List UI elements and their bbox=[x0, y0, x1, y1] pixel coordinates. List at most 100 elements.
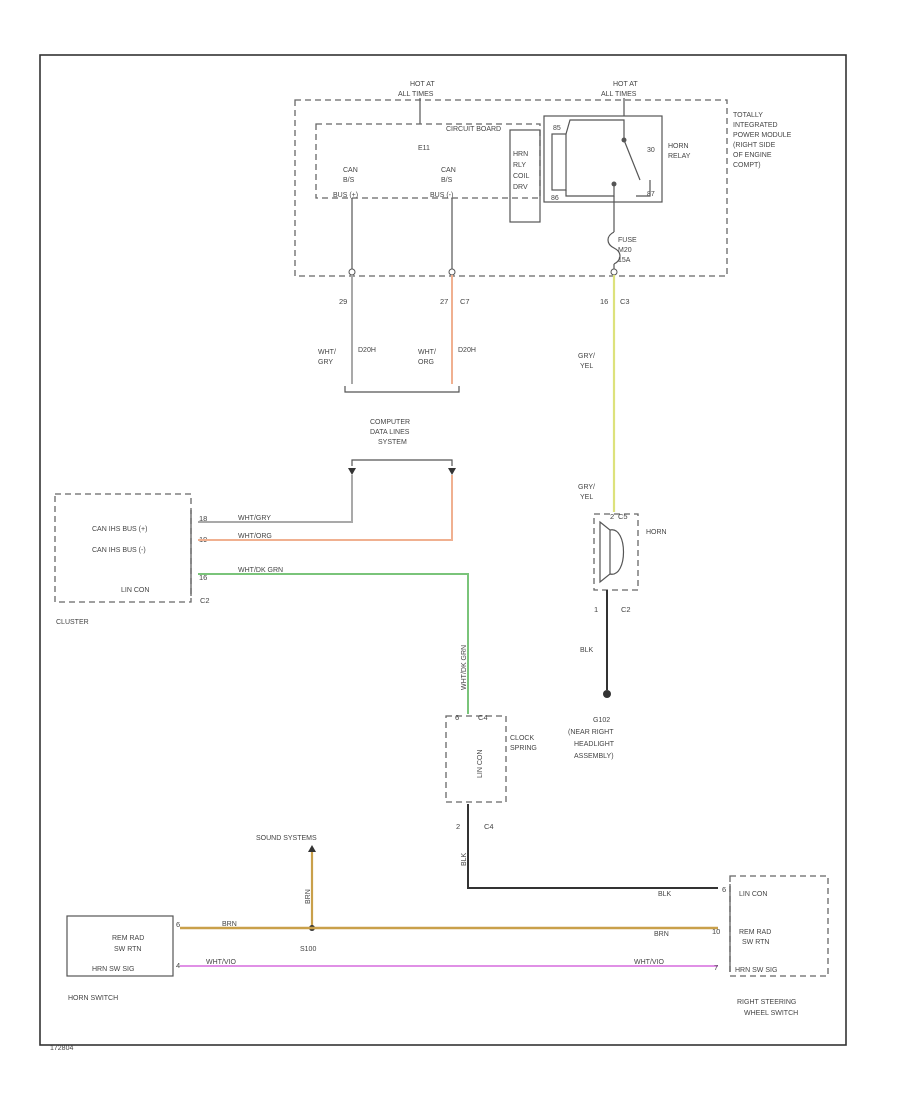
svg-text:6: 6 bbox=[176, 920, 180, 929]
svg-text:HOT AT: HOT AT bbox=[410, 81, 435, 88]
pin-16-conn: C3 bbox=[620, 297, 630, 306]
pin-27: 27 bbox=[440, 297, 448, 306]
svg-text:HRN: HRN bbox=[513, 151, 528, 158]
tipm-label: TOTALLY INTEGRATED POWER MODULE (RIGHT S… bbox=[733, 112, 792, 169]
svg-text:CAN IHS BUS (+): CAN IHS BUS (+) bbox=[92, 526, 147, 533]
can-minus-label: CAN B/S BUS (-) bbox=[430, 167, 456, 199]
svg-text:GRY: GRY bbox=[318, 359, 333, 366]
horn-relay-driver-box bbox=[509, 129, 541, 223]
svg-text:COMPUTER: COMPUTER bbox=[370, 419, 410, 426]
svg-text:TOTALLY: TOTALLY bbox=[733, 112, 763, 119]
svg-text:C5: C5 bbox=[618, 512, 628, 521]
fuse-symbol bbox=[607, 231, 621, 265]
svg-text:C2: C2 bbox=[621, 605, 631, 614]
svg-text:CAN: CAN bbox=[441, 167, 456, 174]
svg-text:COIL: COIL bbox=[513, 173, 529, 180]
horn-relay-box bbox=[543, 115, 663, 203]
svg-text:B/S: B/S bbox=[343, 177, 355, 184]
horn-name: HORN bbox=[646, 529, 667, 536]
horn-relay-label-2: RELAY bbox=[668, 153, 691, 160]
svg-text:HEADLIGHT: HEADLIGHT bbox=[574, 741, 615, 748]
right-switch-name: RIGHT STEERING WHEEL SWITCH bbox=[737, 999, 798, 1017]
splice-s100-label: S100 bbox=[300, 946, 316, 953]
svg-text:(NEAR RIGHT: (NEAR RIGHT bbox=[568, 729, 614, 736]
svg-text:ALL TIMES: ALL TIMES bbox=[398, 91, 434, 98]
clock-spring-outline bbox=[445, 715, 507, 803]
wire-label-blk: BLK bbox=[580, 647, 594, 654]
cluster-name: CLUSTER bbox=[56, 619, 89, 626]
wire-label-gry-yel-2: GRY/ YEL bbox=[578, 484, 595, 501]
svg-text:6: 6 bbox=[455, 713, 459, 722]
svg-text:C2: C2 bbox=[200, 596, 210, 605]
horn-switch-inner-label: REM RAD SW RTN HRN SW SIG bbox=[92, 935, 144, 973]
svg-text:(RIGHT SIDE: (RIGHT SIDE bbox=[733, 142, 776, 149]
svg-text:REM RAD: REM RAD bbox=[739, 929, 771, 936]
svg-text:D20H: D20H bbox=[358, 347, 376, 354]
wire-label-brn-main: BRN bbox=[222, 921, 237, 928]
circuit-board-outline bbox=[315, 123, 541, 199]
svg-text:2: 2 bbox=[610, 512, 614, 521]
svg-text:COMPT): COMPT) bbox=[733, 162, 761, 169]
computer-data-lines-label: COMPUTER DATA LINES SYSTEM bbox=[370, 419, 410, 446]
svg-text:SYSTEM: SYSTEM bbox=[378, 439, 407, 446]
svg-text:B/S: B/S bbox=[441, 177, 453, 184]
ground-g102-label: G102 (NEAR RIGHT HEADLIGHT ASSEMBLY) bbox=[568, 717, 615, 760]
svg-text:2: 2 bbox=[456, 822, 460, 831]
svg-text:4: 4 bbox=[176, 961, 180, 970]
svg-text:85: 85 bbox=[553, 125, 561, 132]
arrow-cdl-right bbox=[448, 468, 456, 475]
svg-text:ALL TIMES: ALL TIMES bbox=[601, 91, 637, 98]
wire-label-wht-gry: WHT/ GRY D20H bbox=[318, 347, 376, 366]
svg-text:GRY/: GRY/ bbox=[578, 353, 595, 360]
svg-text:CAN: CAN bbox=[343, 167, 358, 174]
svg-text:WHT/: WHT/ bbox=[418, 349, 436, 356]
horn-symbol bbox=[599, 520, 611, 584]
svg-text:WHEEL SWITCH: WHEEL SWITCH bbox=[744, 1010, 798, 1017]
svg-text:ASSEMBLY): ASSEMBLY) bbox=[574, 753, 614, 760]
wire-label-wht-org: WHT/ ORG D20H bbox=[418, 347, 476, 366]
wire-label-gry-yel: GRY/ YEL bbox=[578, 353, 595, 370]
horn-switch-name: HORN SWITCH bbox=[68, 995, 118, 1002]
svg-text:6: 6 bbox=[722, 885, 726, 894]
svg-text:FUSE: FUSE bbox=[618, 237, 637, 244]
svg-text:18: 18 bbox=[199, 514, 207, 523]
svg-text:HOT AT: HOT AT bbox=[613, 81, 638, 88]
wire-blk-clockspring bbox=[467, 804, 718, 889]
brace-symbol-lower bbox=[351, 459, 453, 466]
tipm-connector-pins bbox=[348, 268, 618, 276]
svg-text:DATA LINES: DATA LINES bbox=[370, 429, 410, 436]
svg-text:G102: G102 bbox=[593, 717, 610, 724]
svg-text:87: 87 bbox=[647, 191, 655, 198]
tipm-module-outline bbox=[294, 99, 728, 277]
pin-16: 16 bbox=[600, 297, 608, 306]
svg-text:GRY/: GRY/ bbox=[578, 484, 595, 491]
hot-at-all-times-2: HOT AT ALL TIMES bbox=[601, 81, 638, 98]
svg-text:16: 16 bbox=[199, 573, 207, 582]
horn-switch-box bbox=[66, 915, 174, 977]
svg-text:30: 30 bbox=[647, 147, 655, 154]
svg-text:HRN SW SIG: HRN SW SIG bbox=[735, 967, 777, 974]
svg-text:LIN CON: LIN CON bbox=[121, 587, 149, 594]
wire-cluster-wht-org bbox=[198, 475, 453, 541]
wire-label-lin-vert: WHT/DK GRN bbox=[461, 645, 468, 690]
wire-label-cluster-w1: WHT/GRY bbox=[238, 515, 271, 522]
clock-spring-inner: LIN CON bbox=[477, 750, 484, 778]
can-plus-label: CAN B/S BUS (+) bbox=[333, 167, 358, 199]
svg-text:CLOCK: CLOCK bbox=[510, 735, 534, 742]
svg-text:WHT/: WHT/ bbox=[318, 349, 336, 356]
svg-text:YEL: YEL bbox=[580, 363, 593, 370]
wire-label-cluster-w3: WHT/DK GRN bbox=[238, 567, 283, 574]
wire-label-blk-rs: BLK bbox=[658, 891, 672, 898]
pin-27-conn: C7 bbox=[460, 297, 470, 306]
svg-text:ORG: ORG bbox=[418, 359, 434, 366]
horn-outline bbox=[593, 513, 639, 591]
relay-coil bbox=[551, 133, 567, 191]
clock-spring-name: CLOCK SPRING bbox=[510, 735, 537, 752]
horn-relay-label: HORN bbox=[668, 143, 689, 150]
board-id: E11 bbox=[418, 145, 430, 152]
wire-label-whtvio-rs: WHT/VIO bbox=[634, 959, 664, 966]
pin-29: 29 bbox=[339, 297, 347, 306]
cluster-pin-labels: CAN IHS BUS (+) CAN IHS BUS (-) LIN CON … bbox=[92, 514, 210, 605]
diagram-frame bbox=[39, 54, 847, 1046]
